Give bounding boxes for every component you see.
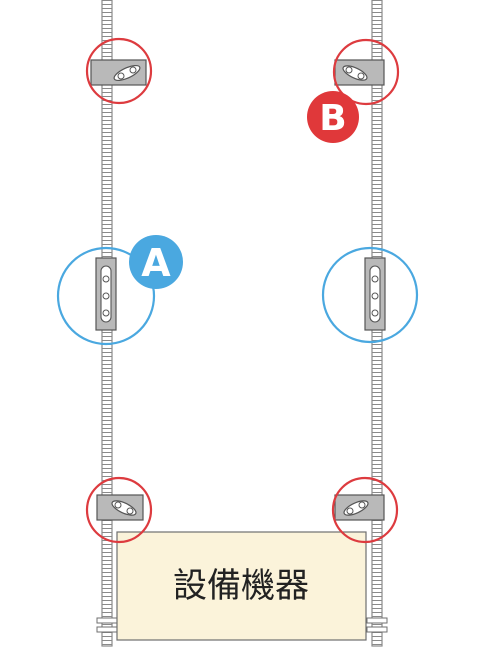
- equipment-label: 設備機器: [173, 566, 309, 606]
- marker-a-letter: A: [141, 241, 171, 285]
- marker-a-badge: A: [129, 235, 183, 289]
- top-left-clamp-icon: [85, 37, 153, 105]
- top-right-red-highlight: [332, 38, 400, 106]
- bottom-left-clamp-icon: [85, 476, 153, 544]
- bottom-right-red-highlight: [331, 476, 399, 544]
- right-slotted-bracket-icon: [321, 246, 419, 344]
- right-blue-highlight: [321, 246, 419, 344]
- left-blue-highlight: [56, 246, 156, 346]
- bottom-left-red-highlight: [85, 476, 153, 544]
- marker-b-badge: B: [307, 91, 359, 143]
- top-right-clamp-icon: [332, 38, 400, 106]
- bottom-right-clamp-icon: [331, 476, 399, 544]
- top-left-red-highlight: [85, 37, 153, 105]
- equipment-box: 設備機器: [116, 531, 367, 641]
- left-slotted-bracket-icon: [56, 246, 156, 346]
- marker-b-letter: B: [319, 98, 346, 139]
